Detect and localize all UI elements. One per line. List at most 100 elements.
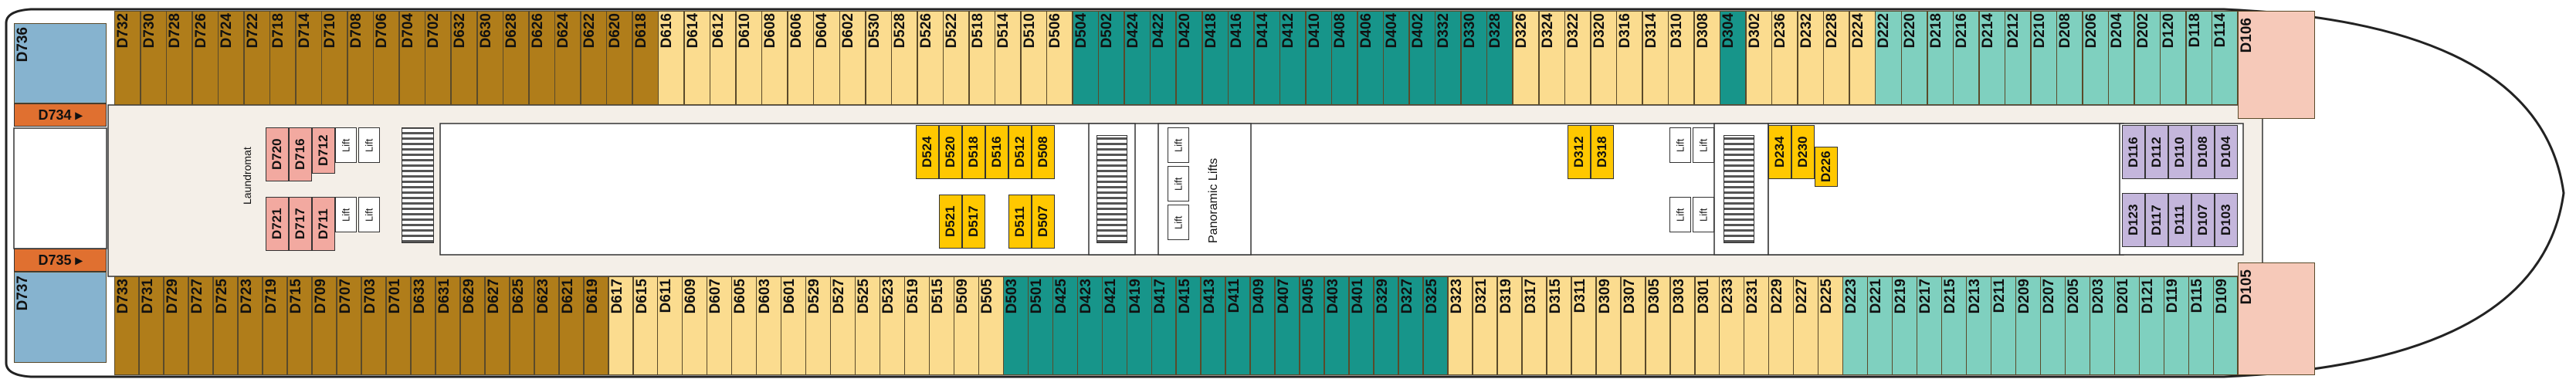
- cabin-top[interactable]: D212: [2005, 11, 2032, 105]
- cabin-bottom[interactable]: D501: [1028, 276, 1053, 375]
- cabin-bottom[interactable]: D621: [558, 276, 585, 375]
- cabin-top[interactable]: D612: [710, 11, 737, 105]
- cabin-top[interactable]: D320: [1590, 11, 1617, 105]
- cabin-top[interactable]: D412: [1280, 11, 1307, 105]
- cabin-bottom[interactable]: D109: [2213, 276, 2239, 375]
- cabin-top[interactable]: D420: [1176, 11, 1203, 105]
- cabin-top[interactable]: D704: [398, 11, 425, 105]
- cabin-top[interactable]: D518: [968, 11, 995, 105]
- cabin-top[interactable]: D528: [891, 11, 918, 105]
- inner-cabin-lavender[interactable]: D111: [2168, 193, 2191, 247]
- cabin-top[interactable]: D502: [1098, 11, 1125, 105]
- cabin-top[interactable]: D608: [761, 11, 788, 105]
- cabin-top[interactable]: D504: [1072, 11, 1099, 105]
- cabin-bottom[interactable]: D309: [1595, 276, 1622, 375]
- cabin-bottom[interactable]: D727: [188, 276, 214, 375]
- cabin-top[interactable]: D726: [192, 11, 219, 105]
- cabin-bottom[interactable]: D611: [657, 276, 683, 375]
- cabin-bottom[interactable]: D409: [1249, 276, 1276, 375]
- cabin-top[interactable]: D708: [347, 11, 374, 105]
- cabin-bottom[interactable]: D225: [1818, 276, 1843, 375]
- cabin-bottom[interactable]: D525: [855, 276, 880, 375]
- cabin-top[interactable]: D216: [1953, 11, 1980, 105]
- cabin-stern-top[interactable]: D736: [14, 23, 107, 103]
- cabin-top[interactable]: D322: [1564, 11, 1591, 105]
- cabin-top[interactable]: D620: [606, 11, 633, 105]
- cabin-top[interactable]: D530: [865, 11, 892, 105]
- cabin-bottom[interactable]: D421: [1102, 276, 1127, 375]
- cabin-top[interactable]: D218: [1927, 11, 1954, 105]
- cabin-top[interactable]: D410: [1305, 11, 1332, 105]
- cabin-bottom[interactable]: D607: [707, 276, 732, 375]
- cabin-top[interactable]: D202: [2134, 11, 2161, 105]
- cabin-top[interactable]: D628: [503, 11, 530, 105]
- cabin-top[interactable]: D522: [943, 11, 970, 105]
- cabin-bottom[interactable]: D403: [1324, 276, 1350, 375]
- cabin-top[interactable]: D718: [269, 11, 297, 105]
- cabin-bottom[interactable]: D229: [1768, 276, 1794, 375]
- cabin-bottom[interactable]: D413: [1200, 276, 1226, 375]
- cabin-bottom[interactable]: D305: [1645, 276, 1671, 375]
- cabin-top[interactable]: D418: [1202, 11, 1229, 105]
- cabin-bottom[interactable]: D301: [1694, 276, 1720, 375]
- cabin-top[interactable]: D204: [2108, 11, 2135, 105]
- cabin-bottom[interactable]: D425: [1052, 276, 1078, 375]
- inner-cabin-gold[interactable]: D318: [1591, 125, 1614, 179]
- cabin-bottom[interactable]: D419: [1127, 276, 1152, 375]
- cabin-top[interactable]: D314: [1642, 11, 1669, 105]
- cabin-top[interactable]: D118: [2185, 11, 2212, 105]
- cabin-bottom[interactable]: D323: [1447, 276, 1473, 375]
- cabin-top[interactable]: D722: [243, 11, 270, 105]
- cabin-bottom[interactable]: D327: [1398, 276, 1424, 375]
- cabin-top[interactable]: D326: [1512, 11, 1539, 105]
- inner-cabin-rose[interactable]: D721: [266, 197, 289, 251]
- inner-cabin-lavender[interactable]: D110: [2168, 125, 2191, 179]
- stern-tag-top[interactable]: D734 ▸: [14, 103, 107, 127]
- cabin-bottom[interactable]: D205: [2065, 276, 2090, 375]
- inner-cabin-gold[interactable]: D520: [939, 125, 962, 179]
- cabin-bottom[interactable]: D733: [114, 276, 140, 375]
- cabin-bottom[interactable]: D623: [534, 276, 560, 375]
- inner-cabin-gold[interactable]: D230: [1791, 125, 1815, 179]
- cabin-bottom[interactable]: D211: [1991, 276, 2016, 375]
- inner-cabin-gold[interactable]: D312: [1568, 125, 1591, 179]
- cabin-bottom[interactable]: D605: [731, 276, 757, 375]
- cabin-top[interactable]: D730: [140, 11, 167, 105]
- cabin-bottom[interactable]: D317: [1521, 276, 1547, 375]
- inner-cabin-rose[interactable]: D717: [289, 197, 312, 251]
- cabin-bottom[interactable]: D505: [978, 276, 1004, 375]
- cabin-bottom[interactable]: D701: [385, 276, 412, 375]
- inner-cabin-lavender[interactable]: D123: [2122, 193, 2145, 247]
- inner-cabin-gold[interactable]: D508: [1032, 125, 1055, 179]
- cabin-bottom[interactable]: D215: [1941, 276, 1967, 375]
- cabin-top[interactable]: D206: [2082, 11, 2109, 105]
- cabin-bottom[interactable]: D529: [805, 276, 831, 375]
- cabin-bottom[interactable]: D709: [311, 276, 337, 375]
- cabin-top[interactable]: D728: [166, 11, 193, 105]
- cabin-top[interactable]: D506: [1046, 11, 1073, 105]
- cabin-top[interactable]: D414: [1253, 11, 1280, 105]
- cabin-bottom[interactable]: D307: [1620, 276, 1646, 375]
- cabin-top[interactable]: D416: [1228, 11, 1255, 105]
- cabin-top[interactable]: D324: [1538, 11, 1565, 105]
- cabin-bottom[interactable]: D503: [1003, 276, 1029, 375]
- cabin-bottom[interactable]: D321: [1472, 276, 1498, 375]
- inner-cabin-gold[interactable]: D524: [916, 125, 939, 179]
- cabin-top[interactable]: D120: [2160, 11, 2187, 105]
- cabin-bottom[interactable]: D203: [2090, 276, 2115, 375]
- cabin-top[interactable]: D602: [839, 11, 866, 105]
- cabin-bottom[interactable]: D315: [1546, 276, 1572, 375]
- inner-cabin-lavender[interactable]: D107: [2191, 193, 2215, 247]
- cabin-top[interactable]: D332: [1435, 11, 1462, 105]
- cabin-top[interactable]: D618: [632, 11, 659, 105]
- cabin-bottom[interactable]: D423: [1077, 276, 1103, 375]
- cabin-top[interactable]: D526: [917, 11, 944, 105]
- cabin-top[interactable]: D316: [1616, 11, 1643, 105]
- inner-cabin-rose[interactable]: D716: [289, 127, 312, 181]
- cabin-bottom[interactable]: D725: [212, 276, 239, 375]
- cabin-bottom[interactable]: D723: [237, 276, 263, 375]
- cabin-top[interactable]: D404: [1383, 11, 1410, 105]
- inner-cabin-rose[interactable]: D711: [312, 197, 335, 251]
- cabin-top[interactable]: D114: [2212, 11, 2239, 105]
- stern-tag-bottom[interactable]: D735 ▸: [14, 249, 107, 272]
